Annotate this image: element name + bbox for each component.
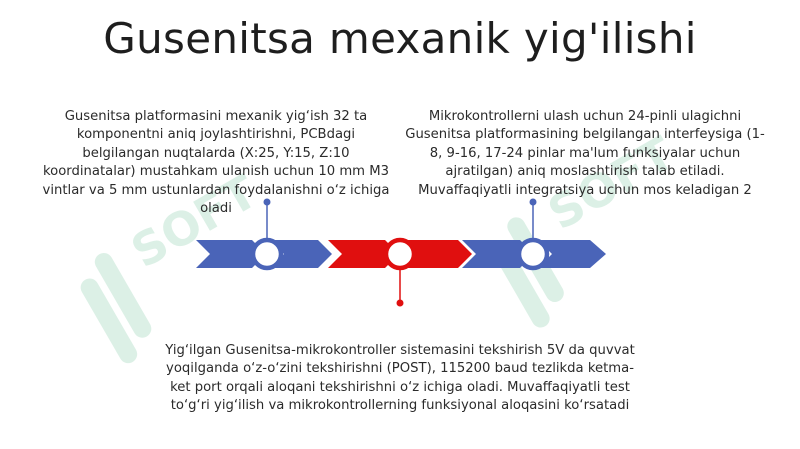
- milestone-marker-1: [250, 237, 284, 271]
- arrow-segment-6: [538, 240, 606, 268]
- arrow-segment-3: [328, 240, 399, 268]
- arrow-segment-5: [462, 240, 534, 268]
- arrow-segment-1: [196, 240, 266, 268]
- milestone-marker-2: [383, 237, 417, 271]
- milestone-text-testing: Yig‘ilgan Gusenitsa-mikrokontroller sist…: [165, 343, 635, 414]
- milestone-marker-3: [516, 237, 550, 271]
- slide-title: Gusenitsa mexanik yig'ilishi: [103, 14, 697, 63]
- connector-dot-right: [529, 198, 537, 206]
- connector-dot-left: [263, 198, 271, 206]
- arrow-segment-2: [270, 240, 332, 268]
- milestone-text-integration: Mikrokontrollerni ulash uchun 24-pinli u…: [405, 109, 765, 198]
- arrow-segment-4: [402, 240, 472, 268]
- milestone-text-assembly: Gusenitsa platformasini mexanik yig‘ish …: [42, 109, 390, 217]
- connector-dot-center: [396, 299, 404, 307]
